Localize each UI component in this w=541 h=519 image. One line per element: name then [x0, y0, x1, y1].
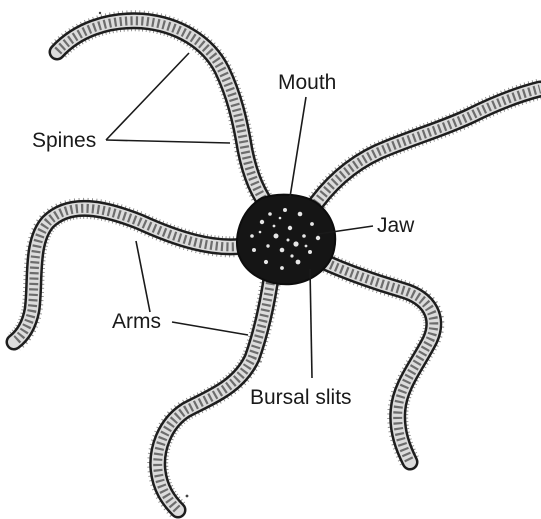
arm-right: [310, 89, 540, 212]
leader-mouth: [290, 97, 306, 197]
central-disc: [237, 195, 335, 285]
leader-spines-lower: [106, 140, 230, 143]
label-arms: Arms: [112, 310, 161, 333]
arm-lower-right: [316, 258, 434, 462]
leader-arms-upper: [136, 241, 150, 312]
arm-upper-left: [57, 21, 272, 212]
speck: [99, 12, 101, 14]
label-spines: Spines: [32, 129, 96, 152]
leader-spines-upper: [106, 53, 189, 140]
label-bursal-slits: Bursal slits: [250, 386, 352, 409]
leader-bursal-slits: [310, 269, 312, 378]
label-mouth: Mouth: [278, 71, 336, 94]
label-jaw: Jaw: [377, 214, 415, 237]
speck: [186, 495, 189, 498]
leader-arms-lower: [172, 322, 248, 335]
